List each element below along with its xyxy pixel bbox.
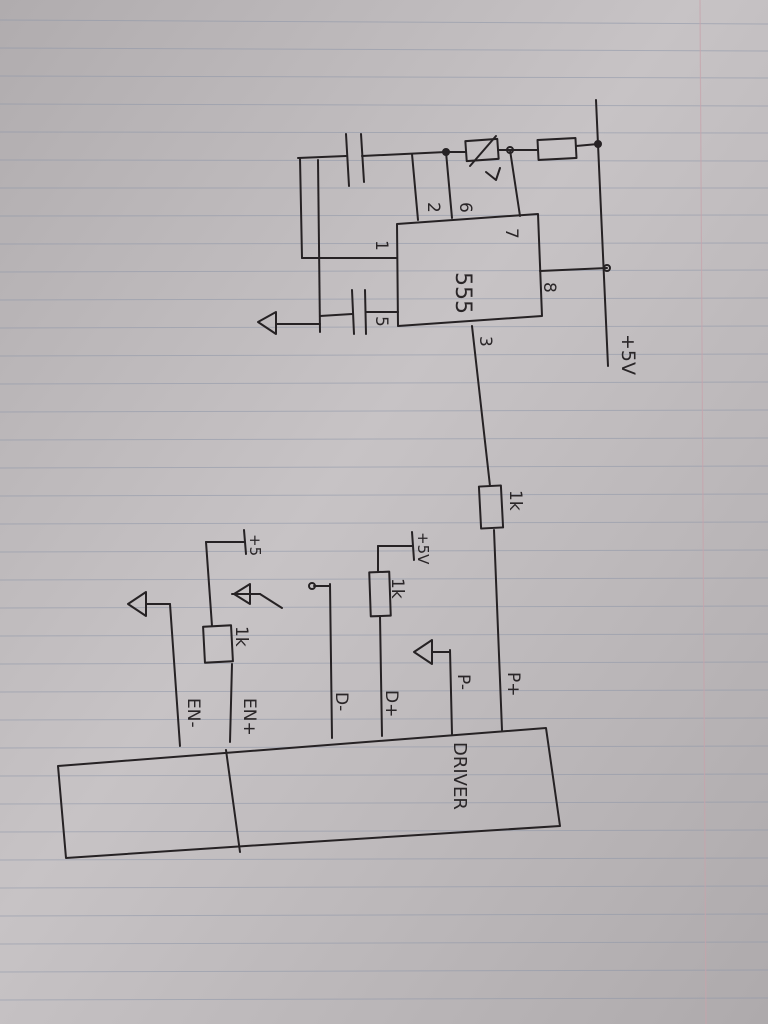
d-plus-label: D+ bbox=[381, 690, 401, 717]
opto-resistor bbox=[368, 570, 392, 618]
enable-resistor bbox=[202, 624, 234, 664]
supply-label: +5V bbox=[617, 334, 639, 375]
pin-1-label: 1 bbox=[371, 240, 391, 251]
ground-icon-enable bbox=[127, 591, 147, 617]
en-plus-label: EN+ bbox=[239, 698, 259, 736]
opto-resistor-label: 1k bbox=[387, 578, 407, 599]
schematic bbox=[57, 99, 611, 859]
labels: 555 1 2 6 7 8 5 3 +5V 1k 1k 1k +5V +5 DR… bbox=[183, 202, 639, 810]
ruled-lines bbox=[0, 19, 768, 1001]
pin-8-label: 8 bbox=[539, 282, 559, 293]
d-minus-label: D- bbox=[331, 692, 351, 711]
pin-7-label: 7 bbox=[501, 228, 521, 239]
en-minus-label: EN- bbox=[183, 698, 203, 728]
output-wire bbox=[471, 325, 491, 487]
output-resistor bbox=[477, 484, 505, 530]
pin-5-label: 5 bbox=[371, 316, 391, 327]
timing-cap-plate-a bbox=[360, 133, 365, 183]
pot-wiper-arrow bbox=[469, 135, 497, 167]
threshold-to-cap bbox=[361, 151, 447, 157]
switch-blade bbox=[259, 593, 283, 609]
ic-555-label: 555 bbox=[450, 272, 475, 314]
control-cap-plate-b bbox=[351, 289, 355, 335]
ic-555-body bbox=[396, 213, 543, 327]
pin8-wire bbox=[539, 267, 608, 272]
p-minus-label: P- bbox=[453, 674, 473, 690]
cap-to-ground bbox=[319, 313, 353, 317]
dir-terminal bbox=[308, 582, 316, 590]
driver-label: DRIVER bbox=[449, 742, 470, 810]
enable-plus-wire bbox=[229, 663, 233, 743]
supply-bar bbox=[411, 531, 415, 561]
en-supply-label: +5 bbox=[246, 534, 264, 556]
pin-6-label: 6 bbox=[455, 202, 475, 213]
driver-inner-edge bbox=[225, 749, 241, 853]
rail-to-resistor bbox=[575, 143, 599, 147]
enable-resistor-label: 1k bbox=[231, 626, 251, 647]
driver-body bbox=[57, 727, 561, 859]
ground-icon-top bbox=[257, 311, 277, 335]
timing-cap-plate-b bbox=[345, 133, 350, 187]
margin-line bbox=[699, 0, 707, 1024]
pot-wiper-arrowhead bbox=[485, 167, 501, 181]
d-plus-supply-label: +5V bbox=[414, 532, 432, 565]
pin2-wire bbox=[411, 153, 419, 221]
control-cap-plate-a bbox=[364, 289, 367, 335]
ground-rail-left bbox=[299, 157, 303, 259]
ground-icon-switch bbox=[233, 583, 251, 605]
enable-supply-bar bbox=[243, 529, 247, 555]
resistor-to-pulse bbox=[493, 529, 503, 731]
cap-to-ground-rail bbox=[297, 155, 347, 159]
enable-resistor-to-supply bbox=[205, 541, 213, 627]
pin7-wire bbox=[509, 149, 521, 217]
pulse-minus-wire bbox=[449, 649, 453, 735]
ground-icon-pulse bbox=[413, 639, 433, 665]
pin6-wire bbox=[445, 151, 453, 219]
enable-minus-wire bbox=[169, 603, 181, 747]
pin-3-label: 3 bbox=[475, 336, 495, 347]
dir-minus-wire bbox=[329, 583, 333, 739]
dir-plus-wire bbox=[379, 615, 383, 737]
ground-rail-lower bbox=[317, 159, 321, 333]
p-plus-label: P+ bbox=[503, 672, 523, 697]
output-resistor-label: 1k bbox=[505, 490, 525, 511]
pin-2-label: 2 bbox=[423, 202, 443, 213]
